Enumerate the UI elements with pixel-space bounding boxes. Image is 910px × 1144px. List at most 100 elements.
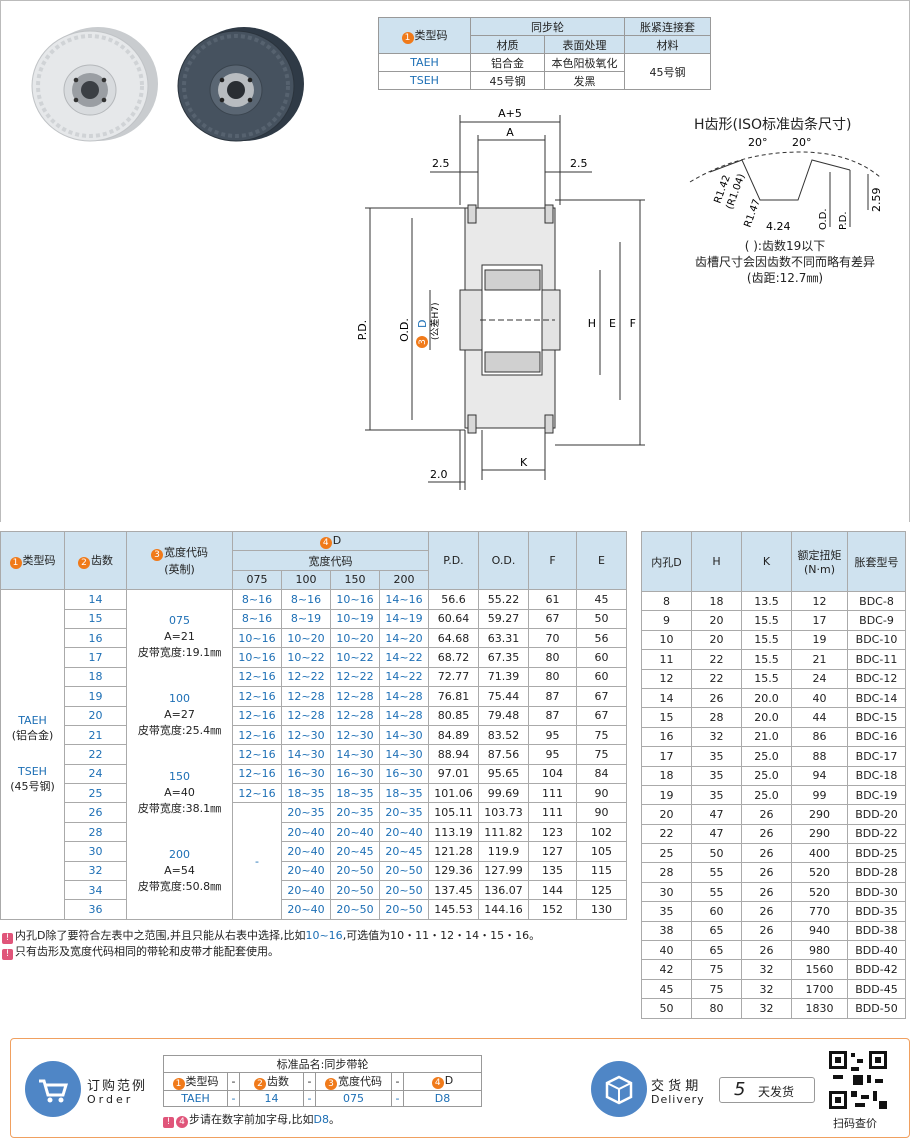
teeth-cell: 22 bbox=[64, 744, 127, 765]
model-cell: BDD-40 bbox=[847, 940, 906, 961]
bore-cell: 15 bbox=[641, 707, 692, 728]
d-range-cell: 12~16 bbox=[232, 763, 282, 785]
d-range-cell: 20~50 bbox=[379, 899, 429, 920]
model-cell: BDC-18 bbox=[847, 765, 906, 786]
d-range-cell: 12~30 bbox=[281, 724, 331, 746]
pd-cell: 137.45 bbox=[428, 880, 479, 901]
order-label: 订购范例 bbox=[87, 1079, 148, 1094]
teeth-cell: 36 bbox=[64, 899, 127, 920]
h-cell: 32 bbox=[691, 726, 742, 748]
model-col: 胀套型号 bbox=[847, 531, 906, 592]
d-range-cell: 12~28 bbox=[281, 705, 331, 726]
torque-cell: 1830 bbox=[791, 998, 848, 1019]
h-cell: 65 bbox=[691, 940, 742, 961]
h-cell: 22 bbox=[691, 668, 742, 689]
bore-cell: 19 bbox=[641, 784, 692, 806]
h-cell: 50 bbox=[691, 843, 742, 864]
d-range-cell: 20~35 bbox=[281, 802, 331, 823]
model-cell: BDD-30 bbox=[847, 881, 906, 903]
f-cell: 123 bbox=[528, 821, 577, 843]
od-cell: 87.56 bbox=[478, 744, 529, 765]
qr-code-icon[interactable] bbox=[827, 1049, 889, 1111]
delivery-days-box: 5 天发货 bbox=[719, 1077, 815, 1103]
d-range-cell: 20~45 bbox=[379, 841, 429, 862]
note-2: !只有齿形及宽度代码相同的带轮和皮带才能配套使用。 bbox=[2, 944, 540, 960]
od-cell: 63.31 bbox=[478, 627, 529, 649]
material-value: 铝合金 bbox=[470, 53, 545, 72]
cross-section-drawing: A+5 A 2.5 2.5 P.D. O.D. 3 D (公差H7) H E F… bbox=[356, 107, 645, 490]
model-cell: BDC-15 bbox=[847, 707, 906, 728]
d-range-cell: 10~16 bbox=[232, 627, 282, 649]
bore-cell: 14 bbox=[641, 687, 692, 709]
dim-k: K bbox=[520, 456, 528, 469]
notes: !内孔D除了要符合左表中之范围,并且只能从右表中选择,比如10~16,可选值为1… bbox=[2, 928, 540, 960]
teeth-cell: 20 bbox=[64, 705, 127, 726]
k-cell: 20.0 bbox=[741, 707, 792, 728]
teeth-cell: 32 bbox=[64, 860, 127, 882]
f-cell: 127 bbox=[528, 841, 577, 862]
model-cell: BDC-9 bbox=[847, 610, 906, 631]
tooth-profile-title: H齿形(ISO标准齿条尺寸) bbox=[694, 117, 852, 133]
k-cell: 25.0 bbox=[741, 765, 792, 786]
dim-od: O.D. bbox=[398, 318, 411, 342]
f-cell: 80 bbox=[528, 647, 577, 668]
pd-cell: 113.19 bbox=[428, 821, 479, 843]
pd-cell: 76.81 bbox=[428, 686, 479, 707]
delivery-label: 交 货 期 bbox=[651, 1079, 699, 1094]
torque-cell: 88 bbox=[791, 746, 848, 767]
note-1: !内孔D除了要符合左表中之范围,并且只能从右表中选择,比如10~16,可选值为1… bbox=[2, 928, 540, 944]
d-range-cell: 14~30 bbox=[379, 724, 429, 746]
torque-cell: 24 bbox=[791, 668, 848, 689]
h-cell: 47 bbox=[691, 804, 742, 825]
model-cell: BDD-42 bbox=[847, 959, 906, 980]
h-cell: 18 bbox=[691, 590, 742, 612]
teeth-cell: 17 bbox=[64, 647, 127, 668]
f-cell: 87 bbox=[528, 705, 577, 726]
d-range-cell: 8~16 bbox=[232, 589, 282, 610]
bore-cell: 45 bbox=[641, 978, 692, 1000]
torque-cell: 520 bbox=[791, 881, 848, 903]
torque-cell: 520 bbox=[791, 862, 848, 883]
torque-cell: 770 bbox=[791, 901, 848, 922]
tooth-note: ( ):齿数19以下 齿槽尺寸会因齿数不同而略有差异 (齿距:12.7㎜) bbox=[694, 239, 875, 285]
sync-pulley-header: 同步轮 bbox=[470, 17, 625, 36]
svg-text:(公差H7): (公差H7) bbox=[429, 302, 441, 340]
d-range-cell: 14~22 bbox=[379, 647, 429, 668]
torque-cell: 19 bbox=[791, 629, 848, 651]
order-label-en: Order bbox=[87, 1093, 134, 1106]
h-cell: 35 bbox=[691, 784, 742, 806]
model-cell: BDD-20 bbox=[847, 804, 906, 825]
e-cell: 105 bbox=[576, 841, 627, 862]
bore-cell: 40 bbox=[641, 940, 692, 961]
torque-cell: 99 bbox=[791, 784, 848, 806]
material-header: 材质 bbox=[470, 35, 545, 54]
k-cell: 20.0 bbox=[741, 687, 792, 709]
teeth-cell: 15 bbox=[64, 608, 127, 629]
bore-cell: 35 bbox=[641, 901, 692, 922]
h-cell: 80 bbox=[691, 998, 742, 1019]
d-range-cell: 18~35 bbox=[330, 783, 380, 804]
e-cell: 115 bbox=[576, 860, 627, 882]
d-range-cell: 8~19 bbox=[281, 608, 331, 629]
tooth-od: O.D. bbox=[818, 208, 829, 230]
d-range-cell: 14~30 bbox=[379, 744, 429, 765]
k-cell: 26 bbox=[741, 901, 792, 922]
d-range-cell: 12~30 bbox=[330, 724, 380, 746]
h-cell: 26 bbox=[691, 687, 742, 709]
